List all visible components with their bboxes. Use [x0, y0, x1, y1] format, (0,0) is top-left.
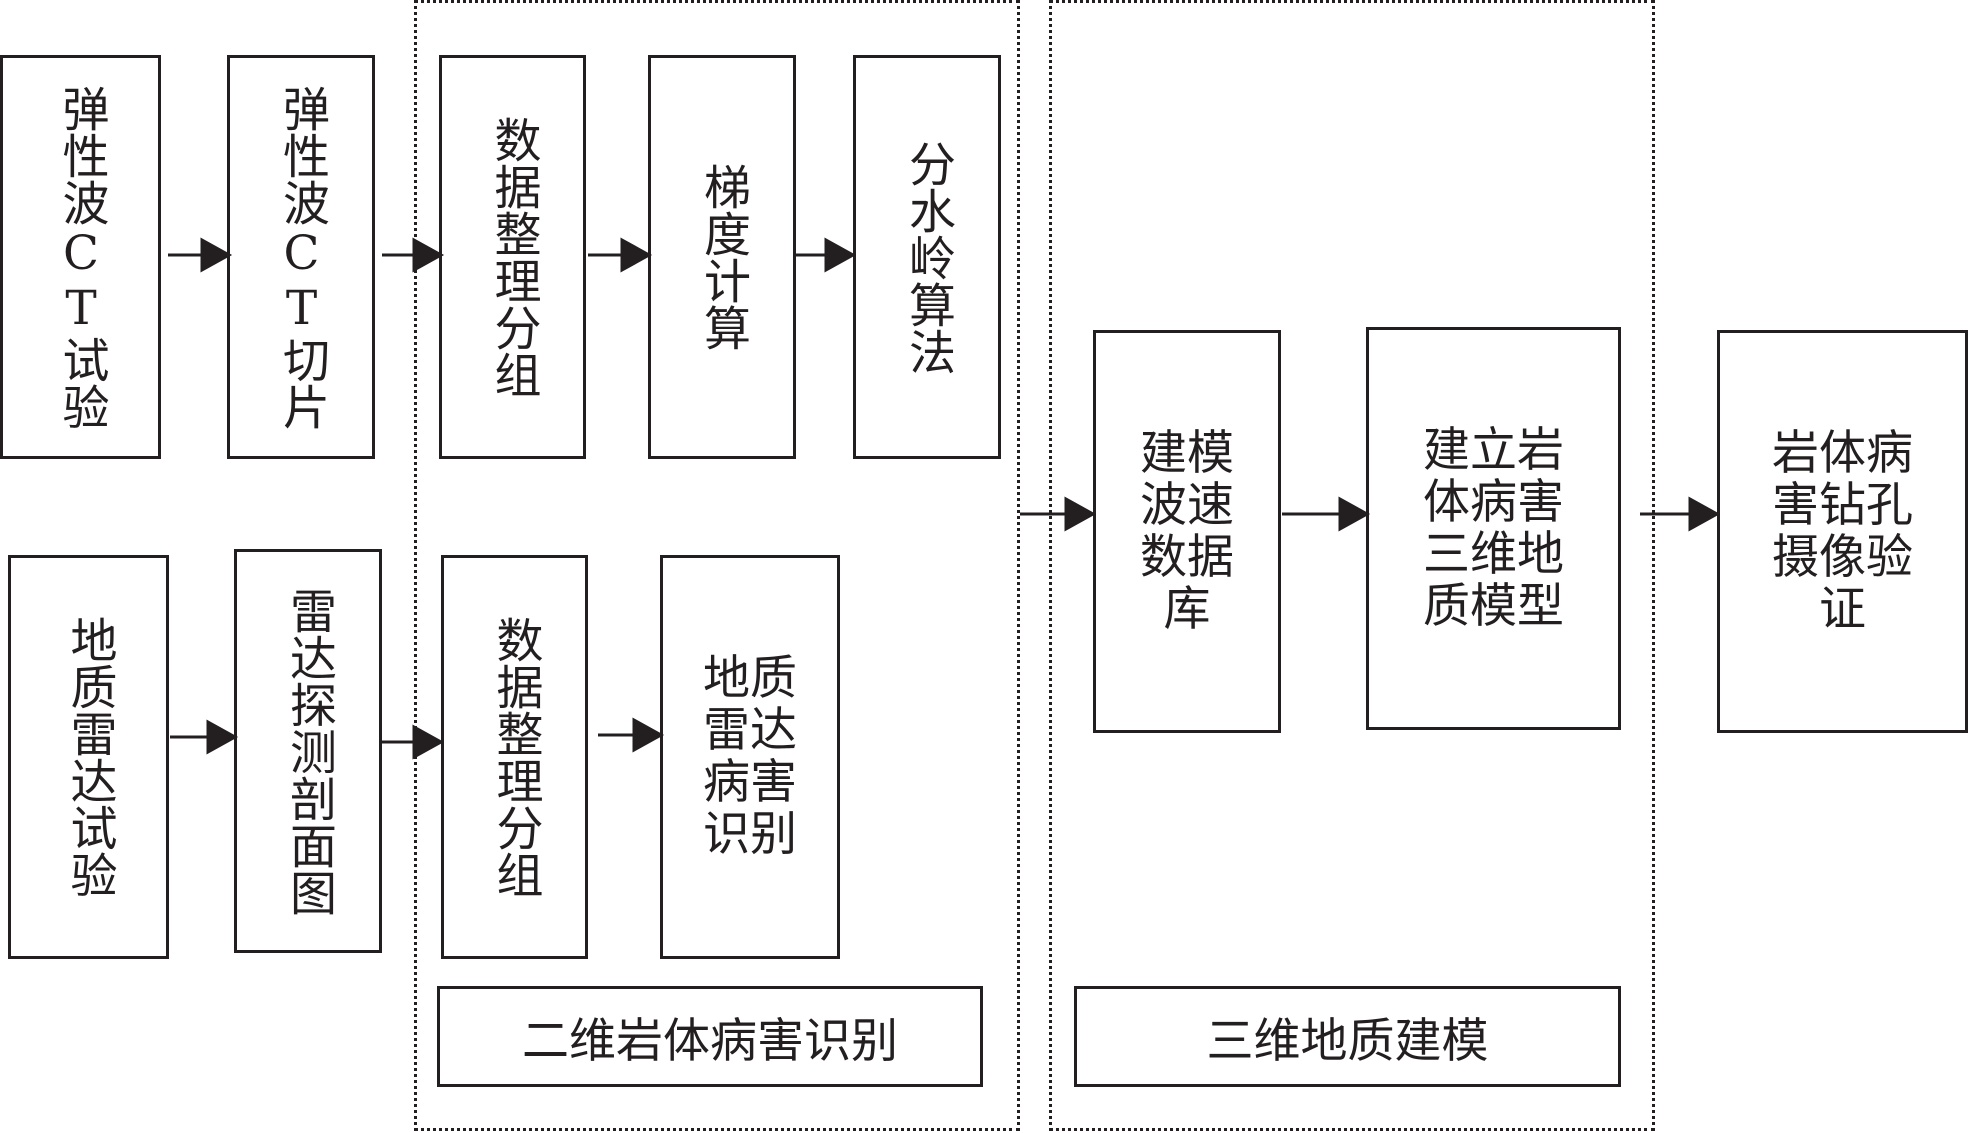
- three-d-modeling-group: [1049, 0, 1655, 1131]
- gradient-calculation-box: 梯度计算: [648, 55, 796, 459]
- radar-profile-label: 雷达探测剖面图: [281, 586, 336, 916]
- velocity-database-label: 建模 波速 数据 库: [1140, 425, 1234, 637]
- data-grouping-top-box: 数据整理分组: [439, 55, 586, 459]
- two-d-group-title: 二维岩体病害识别: [437, 986, 983, 1087]
- watershed-algorithm-label: 分水岭算法: [900, 139, 955, 375]
- arrowhead-slice-to-grouping: [412, 237, 445, 273]
- radar-profile-box: 雷达探测剖面图: [234, 549, 382, 953]
- arrowhead-to-velocity-db: [1064, 496, 1097, 532]
- arrowhead-grouping-to-gradient: [620, 237, 653, 273]
- rock-3d-model-label: 建立岩 体病害 三维地 质模型: [1423, 422, 1564, 634]
- data-grouping-top-label: 数据整理分组: [485, 116, 541, 398]
- three-d-group-title-text: 三维地质建模: [1206, 1014, 1489, 1069]
- arrowhead-ct-test-to-slice: [200, 237, 233, 273]
- borehole-verification-label: 岩体病 害钻孔 摄像验 证: [1772, 425, 1913, 637]
- two-d-group-title-text: 二维岩体病害识别: [522, 1014, 898, 1069]
- arrowhead-gradient-to-watershed: [824, 237, 857, 273]
- arrowhead-grouping-to-defect: [632, 717, 665, 753]
- arrowhead-profile-to-grouping: [412, 724, 445, 760]
- radar-test-label: 地质雷达试验: [61, 616, 117, 898]
- rock-3d-model-box: 建立岩 体病害 三维地 质模型: [1366, 327, 1621, 730]
- two-d-identification-group: [414, 0, 1020, 1131]
- arrowhead-db-to-model: [1338, 496, 1371, 532]
- borehole-verification-box: 岩体病 害钻孔 摄像验 证: [1717, 330, 1968, 733]
- velocity-database-box: 建模 波速 数据 库: [1093, 330, 1281, 733]
- data-grouping-bottom-label: 数据整理分组: [487, 616, 543, 898]
- radar-defect-identification-label: 地质 雷达 病害 识别: [703, 651, 797, 862]
- watershed-algorithm-box: 分水岭算法: [853, 55, 1001, 459]
- radar-test-box: 地质雷达试验: [8, 555, 169, 959]
- elastic-ct-slice-label: 弹性波CT切片: [274, 84, 329, 430]
- elastic-ct-test-box: 弹性波CT试验: [0, 55, 161, 459]
- three-d-group-title: 三维地质建模: [1074, 986, 1621, 1087]
- data-grouping-bottom-box: 数据整理分组: [441, 555, 588, 959]
- elastic-ct-test-label: 弹性波CT试验: [53, 84, 109, 430]
- gradient-calculation-label: 梯度计算: [695, 163, 750, 351]
- arrowhead-model-to-verify: [1688, 496, 1721, 532]
- radar-defect-identification-box: 地质 雷达 病害 识别: [660, 555, 840, 959]
- arrowhead-radar-test-to-profile: [206, 719, 239, 755]
- elastic-ct-slice-box: 弹性波CT切片: [227, 55, 375, 459]
